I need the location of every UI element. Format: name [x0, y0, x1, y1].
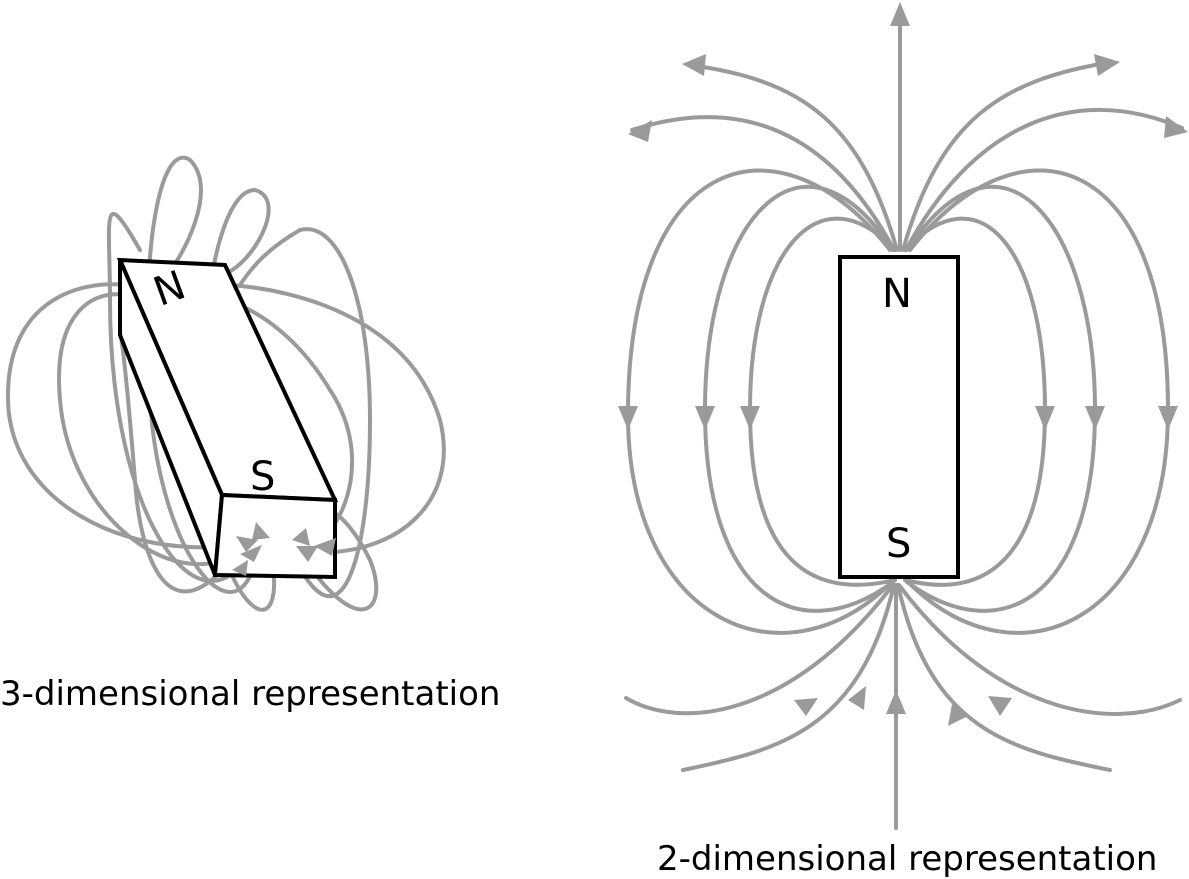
field-line-open-top-left-2 — [630, 115, 896, 252]
three-d-arrowheads — [232, 522, 336, 576]
field-loop-left-tall — [106, 212, 252, 584]
arrowhead — [794, 698, 818, 716]
two-d-south-label: S — [886, 521, 911, 567]
field-loop-right-wide — [228, 283, 446, 555]
arrowhead — [292, 528, 310, 546]
arrowhead — [236, 536, 258, 552]
field-line-open-bottom-left-1 — [624, 583, 895, 716]
arrowhead — [240, 545, 262, 562]
arrowhead — [890, 2, 910, 26]
field-loop-right-mid — [223, 298, 354, 547]
arrowhead — [1085, 406, 1105, 430]
two-d-north-label: N — [882, 271, 912, 317]
arrowhead — [618, 406, 638, 430]
two-d-panel: N S 2-dimensional representation — [618, 2, 1188, 879]
arrowhead — [948, 704, 968, 726]
field-line-open-bottom-left-2 — [681, 583, 896, 772]
magnet-rectangle — [838, 255, 960, 579]
arrowhead — [1164, 116, 1188, 138]
field-line-open-top-left-1 — [688, 63, 899, 252]
three-d-south-label: S — [250, 454, 275, 500]
magnet-end-face — [212, 492, 337, 580]
arrowhead — [628, 120, 652, 142]
arrowhead — [848, 686, 866, 710]
field-loop-left-mid — [57, 292, 247, 567]
three-d-caption: 3-dimensional representation — [0, 674, 500, 714]
field-line-open-top-right-1 — [901, 60, 1114, 252]
two-d-magnet: N S — [838, 255, 960, 579]
field-line-open-bottom-right-2 — [896, 583, 1112, 772]
three-d-panel: N S 3-dimensional representation — [0, 155, 500, 714]
arrowhead — [1158, 406, 1178, 430]
three-d-magnet: N S — [116, 257, 339, 580]
arrowhead — [682, 54, 706, 76]
field-line-open-bottom-right-1 — [897, 583, 1182, 716]
arrowhead — [232, 560, 248, 576]
arrowhead — [296, 546, 318, 562]
arrowhead — [314, 538, 336, 556]
arrowhead — [252, 522, 270, 540]
arrowhead — [1035, 406, 1055, 430]
two-d-caption: 2-dimensional representation — [657, 839, 1157, 879]
field-loop-lower-left — [118, 328, 237, 594]
arrowhead — [740, 406, 760, 430]
field-loop-right-tall — [238, 227, 372, 599]
arrowhead — [1094, 54, 1120, 76]
field-line-open-top-right-2 — [904, 107, 1184, 252]
arrowhead — [988, 696, 1012, 716]
two-d-arrowheads — [618, 2, 1188, 726]
arrowhead — [886, 690, 906, 714]
arrowhead — [695, 406, 715, 430]
